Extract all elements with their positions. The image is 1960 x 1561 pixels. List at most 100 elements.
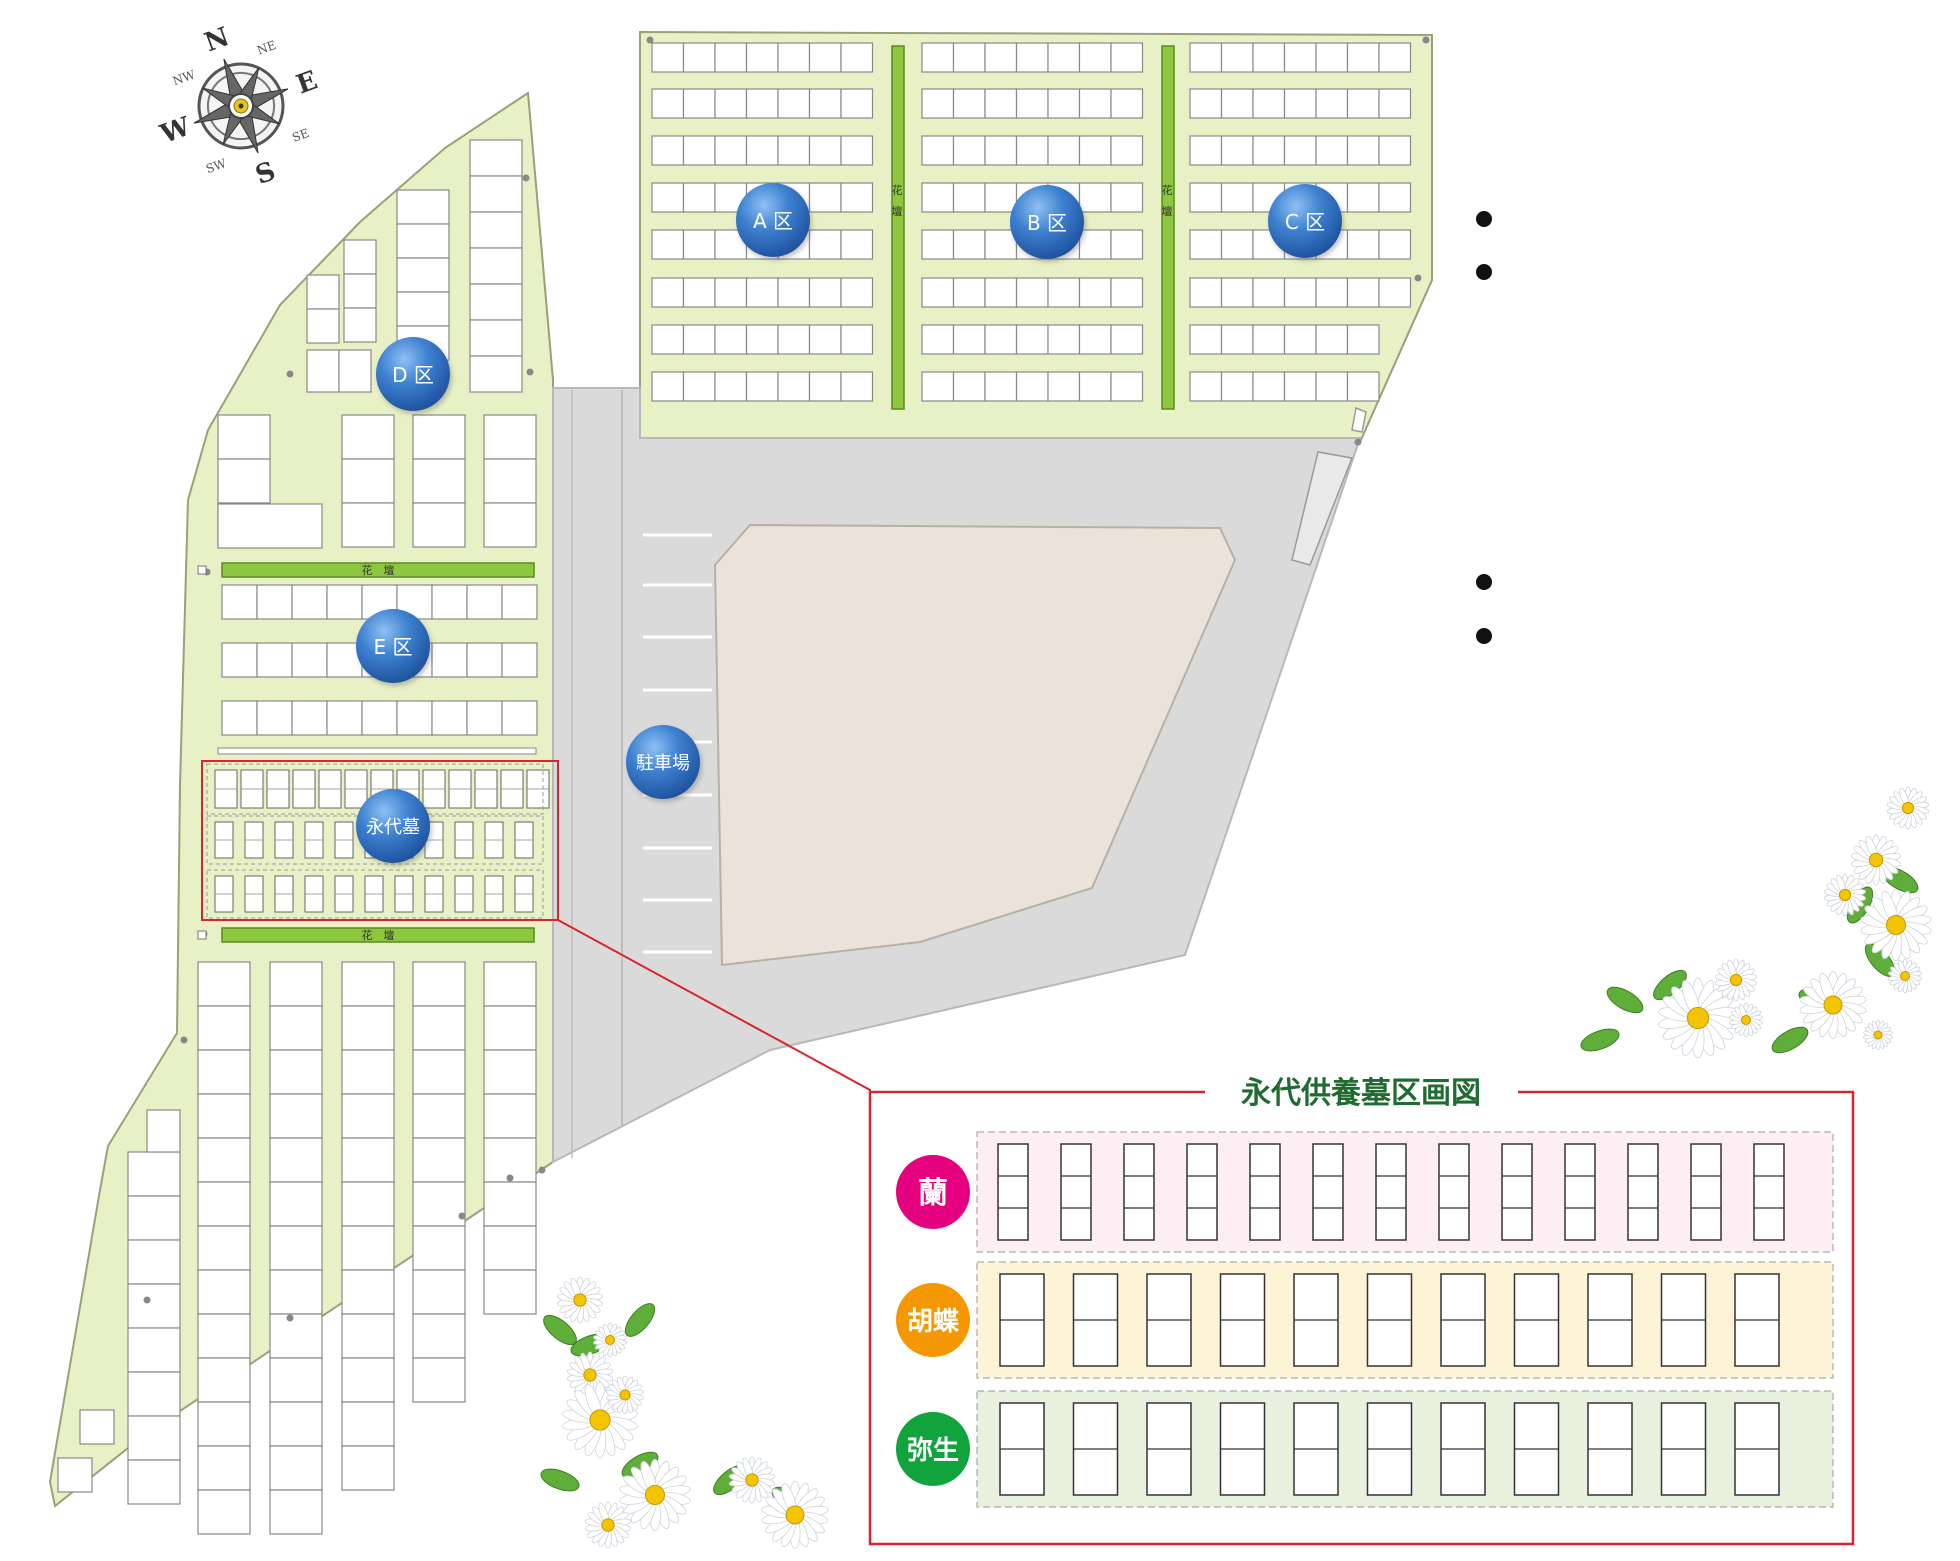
- grave-plot: [412, 1269, 466, 1315]
- svg-text:NE: NE: [255, 38, 278, 58]
- grave-plot: [483, 414, 537, 460]
- legend-plot: [1060, 1143, 1092, 1241]
- grave-plot: [1110, 42, 1144, 73]
- boundary-post: [506, 1174, 514, 1182]
- bullet-dot: [1476, 574, 1492, 590]
- grave-plot: [291, 700, 328, 736]
- grave-plot: [412, 1137, 466, 1183]
- grave-plot: [412, 1225, 466, 1271]
- grave-plot: [197, 1225, 251, 1271]
- grave-plot: [341, 414, 395, 460]
- grave-plot: [221, 700, 258, 736]
- grave-plot: [127, 1415, 181, 1461]
- grave-plot: [1189, 182, 1223, 213]
- grave-plot: [714, 88, 748, 119]
- grave-plot: [1189, 88, 1223, 119]
- legend-plot: [1690, 1143, 1722, 1241]
- grave-plot: [1220, 182, 1254, 213]
- svg-text:S: S: [252, 156, 280, 191]
- legend-row-label: 蘭: [918, 1176, 948, 1211]
- grave-plot: [1315, 135, 1349, 166]
- grave-plot: [466, 700, 503, 736]
- boundary-marker: [197, 565, 207, 575]
- grave-plot: [745, 324, 779, 355]
- compass-rose: N S E W NE SE SW NW: [156, 22, 322, 191]
- boundary-post: [646, 36, 654, 44]
- daisy: [593, 1322, 627, 1358]
- grave-plot: [840, 229, 874, 260]
- grave-plot: [1346, 135, 1380, 166]
- section-marker-parking[interactable]: 駐車場: [626, 725, 700, 799]
- grave-plot: [1315, 324, 1349, 355]
- grave-plot: [651, 324, 685, 355]
- leaf: [1606, 986, 1644, 1014]
- grave-plot: [269, 1313, 323, 1359]
- grave-plot: [1252, 88, 1286, 119]
- grave-plot: [1315, 42, 1349, 73]
- grave-plot: [269, 1225, 323, 1271]
- section-marker-e[interactable]: E 区: [356, 609, 430, 683]
- flower-bed-vertical-2: 花 壇: [1161, 45, 1175, 410]
- grave-plot: [197, 961, 251, 1007]
- svg-text:SE: SE: [290, 126, 311, 145]
- daisy: [584, 1501, 632, 1549]
- flower-decoration: [540, 786, 1932, 1549]
- grave-plot: [1220, 229, 1254, 260]
- grave-plot: [1189, 277, 1223, 308]
- svg-text:花 壇: 花 壇: [362, 928, 395, 942]
- section-marker-eitai[interactable]: 永代墓: [356, 789, 430, 863]
- grave-plot: [396, 189, 450, 225]
- grave-plot: [921, 182, 955, 213]
- grave-plot: [412, 458, 466, 504]
- grave-plot: [1110, 88, 1144, 119]
- leaf: [1771, 1026, 1809, 1054]
- svg-text:B 区: B 区: [1027, 211, 1067, 235]
- grave-plot: [682, 229, 716, 260]
- grave-plot: [808, 42, 842, 73]
- grave-plot: [483, 1225, 537, 1271]
- grave-plot: [79, 1409, 115, 1445]
- legend-plot: [1375, 1143, 1407, 1241]
- flower-bed-horizontal-1: 花 壇: [221, 562, 535, 578]
- grave-plot: [341, 1357, 395, 1403]
- legend-plot: [1186, 1143, 1218, 1241]
- grave-plot: [269, 1137, 323, 1183]
- grave-plot: [651, 277, 685, 308]
- grave-plot: [341, 1005, 395, 1051]
- grave-plot: [483, 502, 537, 548]
- boundary-marker: [197, 930, 207, 940]
- grave-plot: [1378, 42, 1412, 73]
- grave-plot: [1346, 371, 1380, 402]
- grave-plot: [1220, 135, 1254, 166]
- section-marker-d[interactable]: D 区: [376, 337, 450, 411]
- grave-plot: [1346, 229, 1380, 260]
- grave-plot: [221, 642, 258, 678]
- grave-plot: [1283, 371, 1317, 402]
- grave-plot: [466, 642, 503, 678]
- grave-plot: [269, 1401, 323, 1447]
- grave-plot: [412, 1049, 466, 1095]
- grave-plot: [431, 700, 468, 736]
- grave-plot: [984, 371, 1018, 402]
- section-marker-c[interactable]: C 区: [1268, 184, 1342, 258]
- grave-plot: [745, 277, 779, 308]
- section-marker-a[interactable]: A 区: [736, 183, 810, 257]
- path-strip: [217, 747, 537, 755]
- grave-plot: [412, 1093, 466, 1139]
- section-marker-b[interactable]: B 区: [1010, 185, 1084, 259]
- grave-plot: [1378, 229, 1412, 260]
- grave-plot: [341, 1313, 395, 1359]
- leaf: [624, 1303, 656, 1337]
- grave-plot: [840, 135, 874, 166]
- grave-plot: [1346, 42, 1380, 73]
- grave-plot: [952, 135, 986, 166]
- grave-plot: [1220, 277, 1254, 308]
- grave-plot: [431, 642, 468, 678]
- svg-text:駐車場: 駐車場: [636, 753, 690, 774]
- grave-plot: [714, 371, 748, 402]
- grave-plot: [256, 700, 293, 736]
- grave-plot: [952, 88, 986, 119]
- grave-plot: [682, 88, 716, 119]
- grave-plots: [57, 42, 1412, 1535]
- boundary-post: [522, 174, 530, 182]
